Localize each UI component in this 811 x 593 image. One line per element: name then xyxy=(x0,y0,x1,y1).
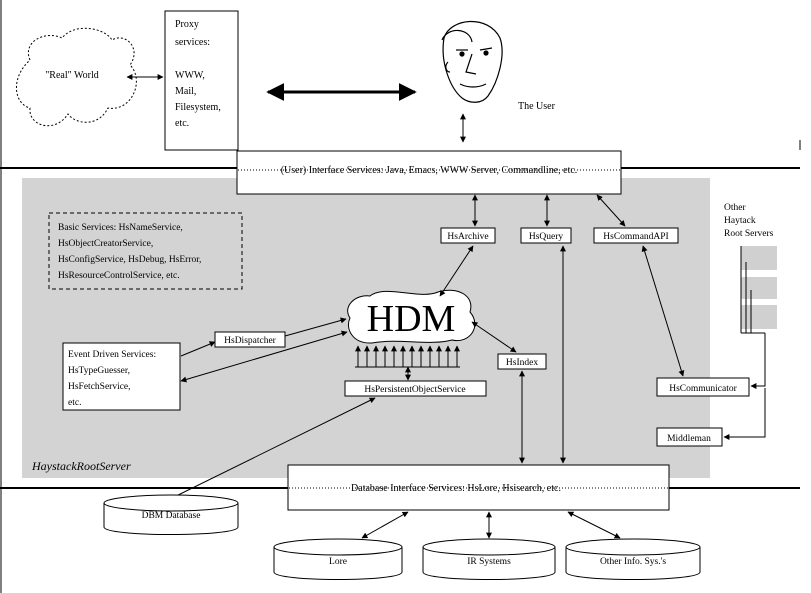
database-other-arrow xyxy=(567,511,621,539)
archive-hdm-arrow xyxy=(439,245,474,297)
other-servers-label: Other xyxy=(724,203,746,213)
database-lore-arrow xyxy=(361,511,409,539)
communicator-servers-link xyxy=(750,333,766,389)
persistent-dbm-arrow xyxy=(167,397,376,501)
other-info-cylinder: Other Info. Sys.'s xyxy=(565,538,701,580)
proxy-services-box: Proxy services: WWW, Mail, Filesystem, e… xyxy=(164,10,239,151)
middleman-box: Middleman xyxy=(656,427,723,447)
proxy-line: WWW, xyxy=(175,70,205,81)
other-servers-label: Root Servers xyxy=(724,229,774,239)
event-services-line: HsTypeGuesser, xyxy=(68,366,130,376)
hdm-index-arrow xyxy=(471,321,517,353)
basic-services-box: Basic Services: HsNameService, HsObjectC… xyxy=(48,212,243,290)
hs-dispatcher-box: HsDispatcher xyxy=(214,331,286,348)
event-services-line: Event Driven Services: xyxy=(68,350,156,360)
interface-command-arrow xyxy=(596,194,626,227)
hs-index-label: HsIndex xyxy=(506,358,538,368)
hdm-label: HDM xyxy=(367,298,456,340)
basic-services-line: HsConfigService, HsDebug, HsError, xyxy=(58,254,201,265)
basic-services-line: HsObjectCreatorService, xyxy=(58,239,153,249)
user-face-icon xyxy=(441,20,503,103)
database-services-label: Database Interface Services: HsLore, Hsi… xyxy=(351,483,561,494)
proxy-line: services: xyxy=(175,37,210,48)
other-servers-stack xyxy=(740,246,777,334)
proxy-line: Mail, xyxy=(175,86,196,97)
event-services-line: HsFetchService, xyxy=(68,382,131,392)
hs-command-api-label: HsCommandAPI xyxy=(603,232,668,242)
proxy-line: Proxy xyxy=(175,19,199,30)
database-services-box: Database Interface Services: HsLore, Hsi… xyxy=(287,464,670,511)
middleman-label: Middleman xyxy=(667,434,711,444)
hs-query-box: HsQuery xyxy=(520,227,572,244)
events-hdm-arrow xyxy=(180,330,348,383)
other-info-label: Other Info. Sys.'s xyxy=(600,556,666,567)
hs-archive-label: HsArchive xyxy=(447,232,488,242)
root-server-label: HaystackRootServer xyxy=(31,459,131,473)
basic-services-line: HsResourceControlService, etc. xyxy=(58,271,180,281)
hs-communicator-label: HsCommunicator xyxy=(669,384,737,394)
event-services-box: Event Driven Services: HsTypeGuesser, Hs… xyxy=(62,342,181,411)
hdm-blob: HDM xyxy=(347,289,476,344)
user-label: The User xyxy=(518,101,556,112)
interface-services-label: (User) Interface Services: Java, Emacs, … xyxy=(281,165,578,176)
dbm-database-cylinder: DBM Database xyxy=(103,494,239,535)
hs-persistent-box: HsPersistentObjectService xyxy=(344,380,487,397)
real-world-cloud: "Real" World xyxy=(16,27,137,127)
hs-persistent-label: HsPersistentObjectService xyxy=(364,385,465,395)
hs-dispatcher-label: HsDispatcher xyxy=(224,336,277,346)
hs-archive-box: HsArchive xyxy=(440,227,496,244)
real-world-label: "Real" World xyxy=(45,70,99,81)
proxy-line: etc. xyxy=(175,118,189,129)
lore-label: Lore xyxy=(329,557,347,567)
middleman-servers-link xyxy=(723,388,766,440)
hs-query-label: HsQuery xyxy=(529,232,564,242)
proxy-line: Filesystem, xyxy=(175,102,221,113)
ir-systems-cylinder: IR Systems xyxy=(422,538,556,580)
lore-cylinder: Lore xyxy=(273,538,403,580)
interface-services-box: (User) Interface Services: Java, Emacs, … xyxy=(236,150,622,195)
ir-systems-label: IR Systems xyxy=(467,557,511,567)
basic-services-line: Basic Services: HsNameService, xyxy=(58,223,183,233)
persistent-hdm-arrows xyxy=(355,345,460,381)
dbm-database-label: DBM Database xyxy=(142,511,201,521)
hs-communicator-box: HsCommunicator xyxy=(656,377,750,397)
hs-command-api-box: HsCommandAPI xyxy=(593,227,679,244)
hs-index-box: HsIndex xyxy=(497,353,547,370)
event-services-line: etc. xyxy=(68,398,81,408)
command-communicator-arrow xyxy=(641,245,685,377)
other-servers-label: Haytack xyxy=(724,216,756,226)
